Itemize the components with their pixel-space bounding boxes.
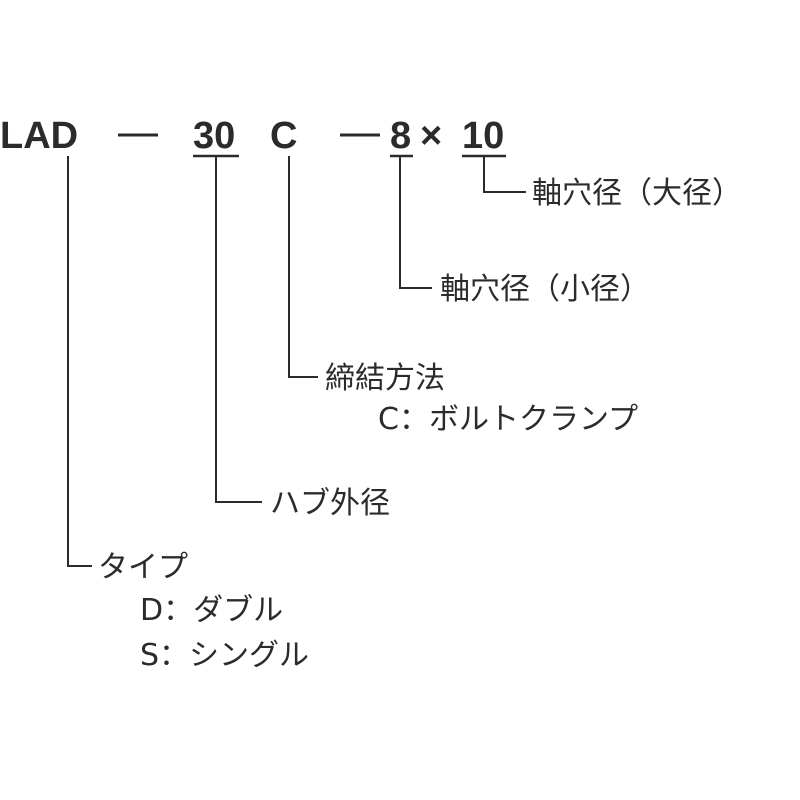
label-bore-large: 軸穴径（大径） — [532, 176, 742, 211]
label-type-option-d: D：ダブル — [140, 593, 283, 628]
code-fastening: C — [270, 115, 297, 157]
label-type-option-s: S：シングル — [140, 638, 309, 673]
label-fastening-option-c: C：ボルトクランプ — [378, 402, 638, 437]
code-times-sign: × — [420, 115, 442, 157]
code-size: 30 — [193, 115, 235, 157]
label-hub: ハブ外径 — [270, 486, 390, 521]
code-bore-large: 10 — [462, 115, 504, 157]
code-bore-small: 8 — [390, 115, 411, 157]
leader-line-hub — [215, 156, 262, 503]
label-fastening-title: 締結方法 — [325, 361, 445, 396]
label-type-title: タイプ — [98, 550, 188, 585]
leader-line-bore-large — [483, 156, 526, 193]
label-bore-small: 軸穴径（小径） — [440, 272, 650, 307]
leader-line-fastening — [288, 156, 318, 378]
leader-line-type — [67, 156, 92, 567]
code-type: LAD — [0, 115, 78, 157]
leader-line-bore-small — [399, 156, 432, 289]
